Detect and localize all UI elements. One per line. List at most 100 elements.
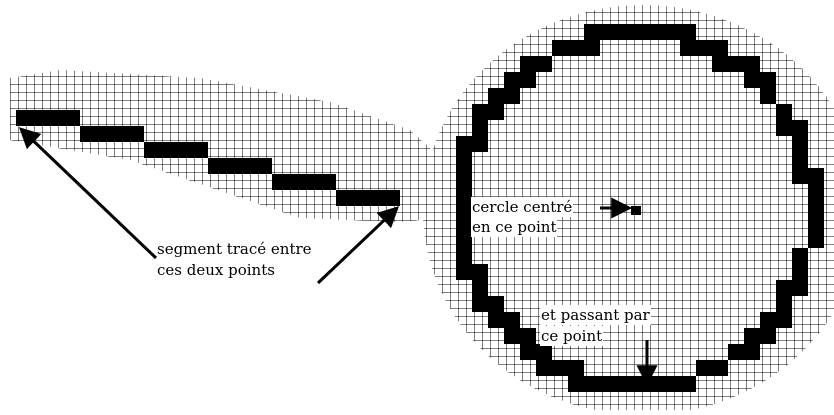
circle-pixel bbox=[680, 24, 696, 40]
circle-pixel bbox=[488, 88, 504, 104]
circle-pixel bbox=[472, 264, 488, 280]
circle-pixel bbox=[488, 312, 504, 328]
circle-pixel bbox=[680, 40, 696, 56]
circle-pixel bbox=[792, 248, 808, 264]
center-label-line2: en ce point bbox=[471, 217, 558, 237]
circle-pixel bbox=[456, 248, 472, 264]
circle-pixel bbox=[776, 120, 792, 136]
circle-pixel bbox=[472, 296, 488, 312]
circle-pixel bbox=[744, 344, 760, 360]
circle-pixel bbox=[520, 72, 536, 88]
circle-pixel bbox=[504, 312, 520, 328]
rasterized-segment bbox=[16, 110, 400, 206]
center-label-line1: cercle centré bbox=[471, 197, 574, 217]
circle-pixel bbox=[776, 312, 792, 328]
circle-pixel bbox=[472, 120, 488, 136]
circle-pixel bbox=[712, 56, 728, 72]
circle-pixel bbox=[680, 376, 696, 392]
circle-pixel bbox=[792, 120, 808, 136]
circle-pixel bbox=[456, 152, 472, 168]
circle-pixel bbox=[760, 312, 776, 328]
circle-pixel bbox=[808, 200, 824, 216]
circle-pixel bbox=[792, 168, 808, 184]
circle-pixel bbox=[648, 376, 664, 392]
circle-pixel bbox=[648, 24, 664, 40]
circle-pixel bbox=[504, 88, 520, 104]
circle-pixel bbox=[456, 168, 472, 184]
circle-pixel bbox=[568, 40, 584, 56]
circle-pixel bbox=[760, 72, 776, 88]
circle-pixel bbox=[728, 344, 744, 360]
circle-pixel bbox=[664, 376, 680, 392]
circle-pixel bbox=[776, 296, 792, 312]
segment-pixel-run bbox=[144, 142, 208, 158]
circle-pixel bbox=[552, 360, 568, 376]
circle-pixel bbox=[536, 344, 552, 360]
circle-pixel bbox=[792, 136, 808, 152]
circle-pixel bbox=[776, 280, 792, 296]
segment-arrow-left bbox=[18, 127, 158, 260]
circle-pixel bbox=[504, 328, 520, 344]
segment-label-line1: segment tracé entre bbox=[157, 240, 312, 258]
segment-pixel-run bbox=[336, 190, 400, 206]
circle-pixel bbox=[760, 88, 776, 104]
circle-pixel bbox=[552, 40, 568, 56]
circle-pixel bbox=[456, 200, 472, 216]
rasterized-circle bbox=[456, 24, 824, 392]
circle-pixel bbox=[456, 232, 472, 248]
circle-pixel bbox=[792, 264, 808, 280]
segment-pixel-run bbox=[16, 110, 80, 126]
segment-arrow-right bbox=[316, 206, 400, 285]
circle-pixel bbox=[600, 376, 616, 392]
circle-pixel bbox=[520, 328, 536, 344]
circle-pixel bbox=[456, 216, 472, 232]
circle-pixel bbox=[696, 360, 712, 376]
circle-pixel bbox=[520, 56, 536, 72]
circle-pixel bbox=[744, 72, 760, 88]
circle-pixel bbox=[504, 72, 520, 88]
circle-pixel bbox=[536, 360, 552, 376]
circle-pixel bbox=[712, 360, 728, 376]
circle-pixel bbox=[776, 104, 792, 120]
circle-pixel bbox=[728, 56, 744, 72]
circle-pixel bbox=[808, 168, 824, 184]
segment-pixel-run bbox=[208, 158, 272, 174]
circle-pixel bbox=[488, 296, 504, 312]
circle-pixel bbox=[456, 136, 472, 152]
segment-label-line2: ces deux points bbox=[157, 261, 275, 279]
circle-pixel bbox=[584, 40, 600, 56]
circle-pixel bbox=[488, 104, 504, 120]
circle-pixel bbox=[456, 184, 472, 200]
circle-pixel bbox=[616, 376, 632, 392]
circle-pixel bbox=[664, 24, 680, 40]
circle-pixel bbox=[520, 344, 536, 360]
circle-pixel bbox=[632, 24, 648, 40]
circle-pixel bbox=[568, 376, 584, 392]
circle-pixel bbox=[472, 136, 488, 152]
circle-pixel bbox=[600, 24, 616, 40]
through-label-line1: et passant par bbox=[540, 305, 651, 325]
circle-pixel bbox=[616, 24, 632, 40]
circle-pixel bbox=[808, 232, 824, 248]
circle-pixel bbox=[696, 40, 712, 56]
circle-pixel bbox=[792, 152, 808, 168]
circle-pixel bbox=[712, 40, 728, 56]
through-label-line2: ce point bbox=[540, 326, 604, 346]
segment-pixel-run bbox=[80, 126, 144, 142]
circle-pixel bbox=[808, 216, 824, 232]
circle-pixel bbox=[760, 328, 776, 344]
circle-center-pixel bbox=[631, 206, 641, 215]
circle-pixel bbox=[472, 104, 488, 120]
circle-pixel bbox=[584, 24, 600, 40]
segment-pixel-run bbox=[272, 174, 336, 190]
circle-pixel bbox=[472, 280, 488, 296]
circle-pixel bbox=[536, 56, 552, 72]
circle-pixel bbox=[744, 56, 760, 72]
circle-pixel bbox=[568, 360, 584, 376]
circle-pixel bbox=[792, 280, 808, 296]
circle-pixel bbox=[744, 328, 760, 344]
circle-pixel bbox=[808, 184, 824, 200]
circle-pixel bbox=[584, 376, 600, 392]
